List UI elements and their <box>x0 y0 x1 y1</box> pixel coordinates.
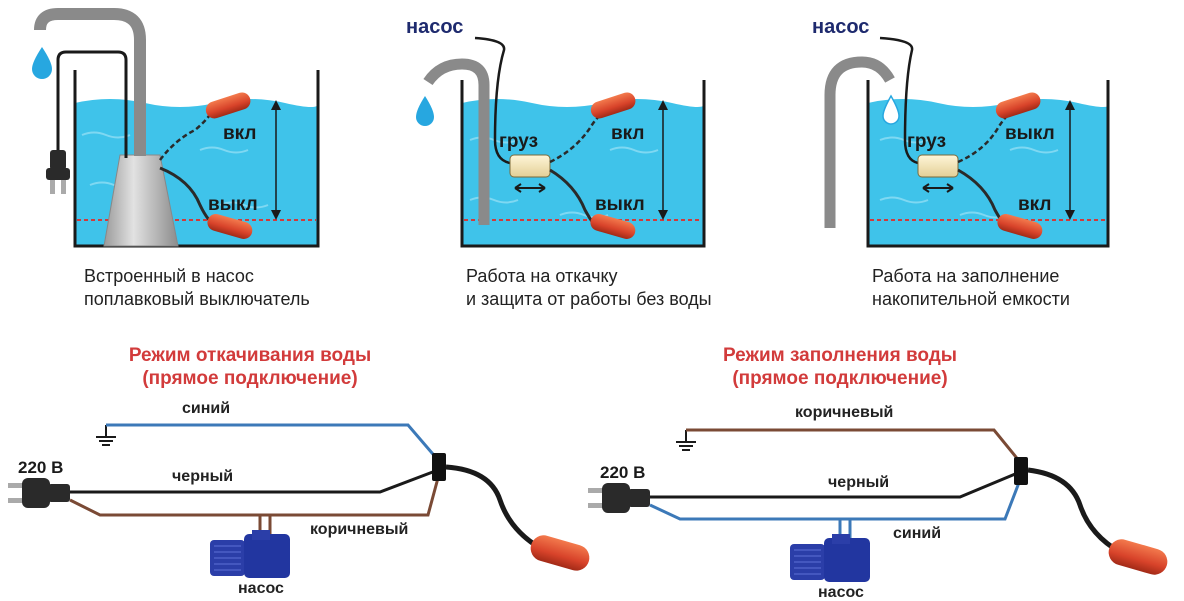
on-label: вкл <box>223 123 257 144</box>
power-cable <box>56 50 128 158</box>
outlet-pipe <box>423 58 490 225</box>
float-switch-connector <box>432 453 446 481</box>
caption-line-2: поплавковый выключатель <box>84 289 310 309</box>
plug-icon <box>8 478 70 508</box>
weight-icon <box>917 154 959 178</box>
float-switch-connector <box>1014 457 1028 485</box>
float-upper-icon <box>205 92 251 119</box>
float-upper-icon <box>995 92 1041 119</box>
float-switch-icon <box>1108 539 1168 575</box>
weight-icon <box>509 154 551 178</box>
off-label: выкл <box>595 194 645 215</box>
pump-label: насос <box>406 16 463 38</box>
ground-icon <box>96 425 116 446</box>
float-lower-icon <box>997 213 1043 239</box>
wire-middle-label: черный <box>828 474 889 491</box>
wiring-title-line-2: (прямое подключение) <box>732 368 947 389</box>
water-body <box>868 99 1109 246</box>
pump-label: насос <box>818 584 864 601</box>
on-label: вкл <box>611 123 645 144</box>
panel-builtin-switch: вкл выкл Встроенный в насос поплавковый … <box>32 7 320 309</box>
ground-icon <box>676 430 696 451</box>
pump-body <box>103 154 179 247</box>
wire-middle-label: черный <box>172 468 233 485</box>
pump-icon <box>790 534 870 582</box>
wire-bottom-label: синий <box>893 525 941 542</box>
float-upper-icon <box>590 92 636 119</box>
float-lower-icon <box>207 213 253 239</box>
caption-line-1: Работа на заполнение <box>872 266 1059 286</box>
float-switch-icon <box>530 535 590 571</box>
wiring-title-line-1: Режим откачивания воды <box>129 345 371 366</box>
wire-black <box>650 470 1021 499</box>
wiring-filling: Режим заполнения воды (прямое подключени… <box>588 345 1168 601</box>
wiring-title-line-1: Режим заполнения воды <box>723 345 957 366</box>
wiring-pumping-out: Режим откачивания воды (прямое подключен… <box>8 345 590 597</box>
plug-icon <box>46 150 70 194</box>
wire-bottom-label: коричневый <box>310 521 408 538</box>
pump-label: насос <box>812 16 869 38</box>
tank <box>866 80 1110 248</box>
wire-blue <box>649 479 1022 521</box>
off-label: выкл <box>208 194 258 215</box>
weight-label: груз <box>499 131 538 152</box>
float-lower-icon <box>590 213 636 239</box>
panel-pumping-out: насос груз вкл выкл Работа на откачку и … <box>406 16 712 309</box>
tank <box>460 80 706 248</box>
wire-black <box>70 468 439 494</box>
water-drop-icon <box>416 96 434 126</box>
lower-label: вкл <box>1018 194 1052 215</box>
wire-blue <box>106 423 440 461</box>
plug-icon <box>588 483 650 513</box>
inlet-pipe <box>824 56 895 228</box>
water-drop-icon <box>882 94 900 125</box>
outlet-pipe <box>34 7 146 156</box>
caption-line-2: и защита от работы без воды <box>466 289 712 309</box>
weight-label: груз <box>907 131 946 152</box>
pump-label: насос <box>238 580 284 597</box>
water-body <box>462 99 705 246</box>
caption-line-2: накопительной емкости <box>872 289 1070 309</box>
pump-icon <box>210 530 290 578</box>
caption-line-1: Работа на откачку <box>466 266 618 286</box>
wire-brown <box>69 477 440 517</box>
wire-top-label: синий <box>182 400 230 417</box>
wire-brown <box>686 428 1022 463</box>
wiring-title-line-2: (прямое подключение) <box>142 368 357 389</box>
caption-line-1: Встроенный в насос <box>84 266 254 286</box>
panel-filling: насос груз выкл вкл Работа на заполнение… <box>812 16 1110 309</box>
wire-top-label: коричневый <box>795 404 893 421</box>
upper-label: выкл <box>1005 123 1055 144</box>
water-drop-icon <box>32 47 52 79</box>
voltage-label: 220 В <box>600 463 645 482</box>
voltage-label: 220 В <box>18 458 63 477</box>
tank <box>73 70 320 248</box>
